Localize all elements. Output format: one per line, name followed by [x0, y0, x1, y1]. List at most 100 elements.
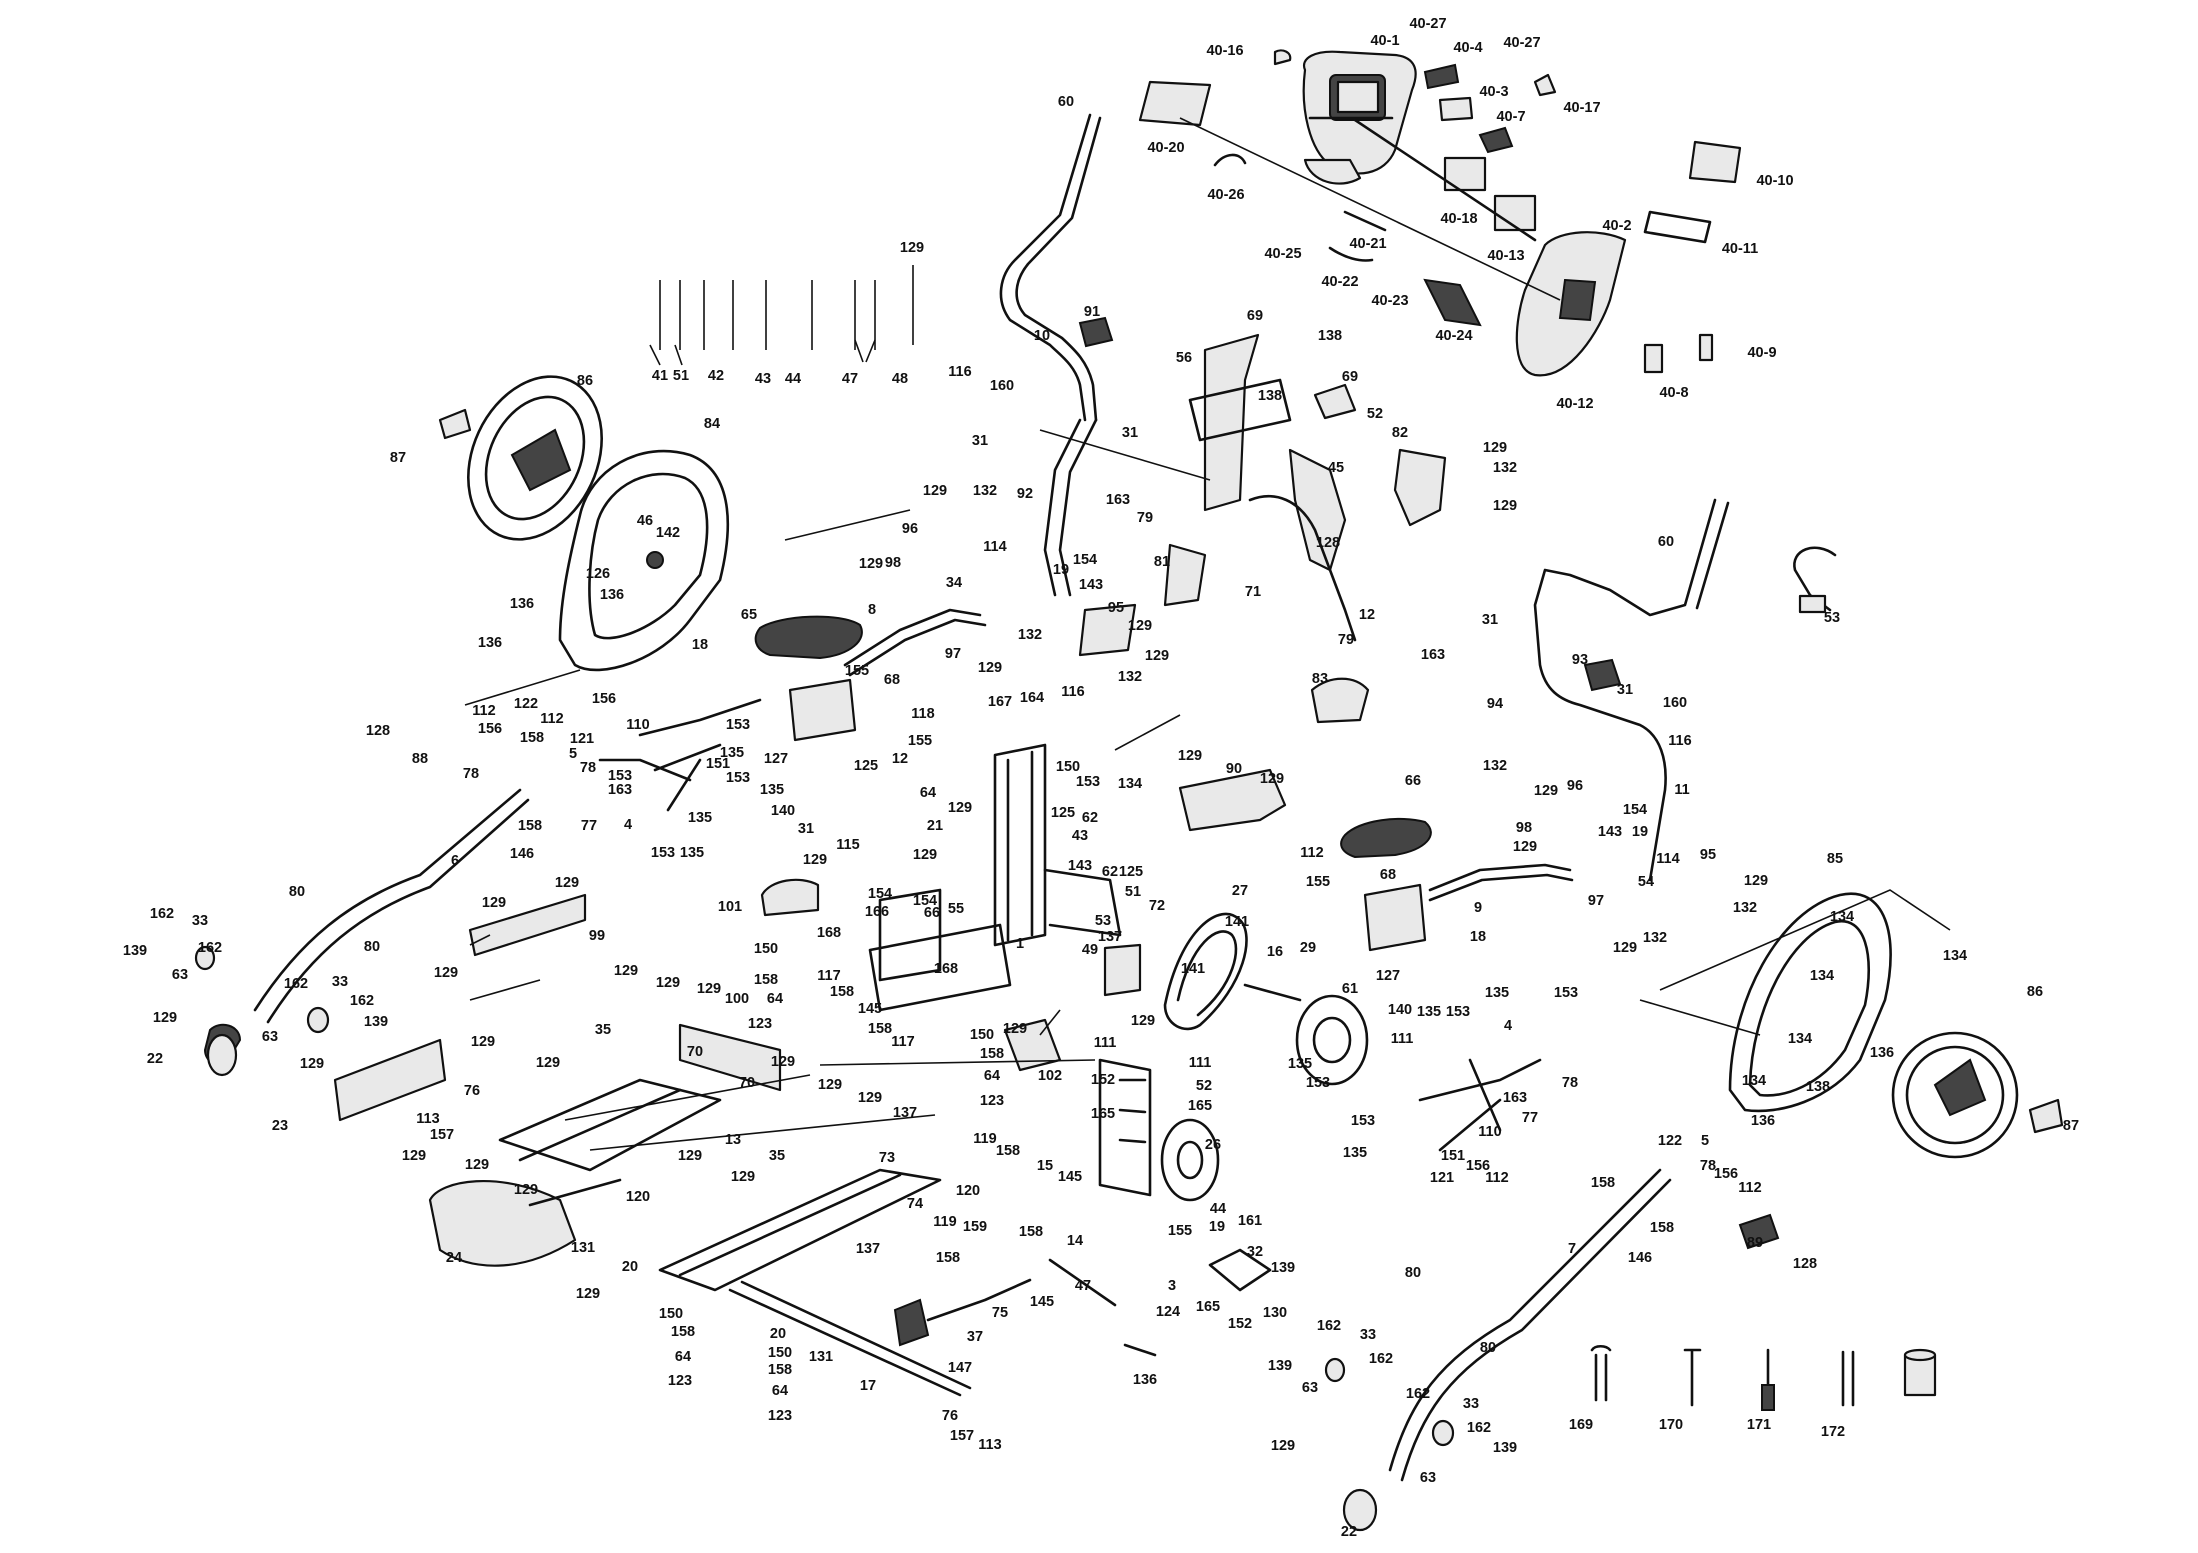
callout-label: 153 — [726, 770, 750, 786]
callout-label: 123 — [980, 1093, 1004, 1109]
fastener-set — [649, 265, 914, 366]
callout-label: 129 — [471, 1034, 495, 1050]
callout-label: 64 — [984, 1068, 1000, 1084]
callout-label: 45 — [1328, 460, 1344, 476]
callout-label: 112 — [472, 703, 495, 719]
callout-label: 40-18 — [1440, 211, 1477, 227]
callout-label: 132 — [1733, 900, 1757, 916]
callout-label: 60 — [1658, 534, 1674, 550]
callout-label: 135 — [1417, 1004, 1441, 1020]
callout-label: 132 — [1643, 930, 1667, 946]
callout-label: 150 — [754, 941, 778, 957]
callout-label: 116 — [1668, 733, 1691, 749]
callout-label: 162 — [1317, 1318, 1341, 1334]
callout-label: 98 — [1516, 820, 1532, 836]
callout-label: 142 — [656, 525, 680, 541]
callout-label: 47 — [842, 371, 858, 387]
callout-label: 40-26 — [1207, 187, 1244, 203]
callout-label: 135 — [1343, 1145, 1367, 1161]
callout-label: 140 — [1388, 1002, 1412, 1018]
callout-label: 8 — [868, 602, 876, 618]
callout-label: 40-22 — [1321, 274, 1358, 290]
callout-label: 121 — [1430, 1170, 1454, 1186]
callout-label: 135 — [720, 745, 744, 761]
callout-label: 153 — [651, 845, 675, 861]
callout-label: 75 — [992, 1305, 1008, 1321]
callout-label: 61 — [1342, 981, 1358, 997]
callout-label: 152 — [1228, 1316, 1252, 1332]
callout-label: 168 — [817, 925, 841, 941]
callout-label: 97 — [1588, 893, 1604, 909]
callout-label: 151 — [1441, 1148, 1465, 1164]
callout-label: 40-10 — [1756, 173, 1793, 189]
callout-label: 95 — [1108, 600, 1124, 616]
callout-label: 84 — [704, 416, 720, 432]
callout-label: 136 — [1870, 1045, 1894, 1061]
callout-label: 63 — [1420, 1470, 1436, 1486]
callout-label: 126 — [586, 566, 610, 582]
callout-label: 152 — [1091, 1072, 1115, 1088]
callout-label: 89 — [1747, 1235, 1763, 1251]
callout-label: 172 — [1821, 1424, 1845, 1440]
callout-label: 91 — [1084, 304, 1100, 320]
callout-label: 162 — [150, 906, 174, 922]
callout-label: 42 — [708, 368, 724, 384]
callout-label: 11 — [1674, 782, 1689, 798]
callout-label: 77 — [581, 818, 597, 834]
callout-label: 113 — [416, 1111, 439, 1127]
callout-label: 40-17 — [1563, 100, 1600, 116]
callout-label: 158 — [830, 984, 854, 1000]
callout-label: 151 — [706, 756, 730, 772]
callout-label: 154 — [1073, 552, 1097, 568]
callout-label: 129 — [465, 1157, 489, 1173]
callout-label: 13 — [725, 1132, 741, 1148]
callout-label: 129 — [1145, 648, 1169, 664]
callout-label: 111 — [1094, 1035, 1117, 1051]
callout-label: 160 — [990, 378, 1014, 394]
callout-label: 44 — [1210, 1201, 1226, 1217]
callout-label: 18 — [1470, 929, 1486, 945]
callout-label: 129 — [771, 1054, 795, 1070]
callout-label: 134 — [1788, 1031, 1812, 1047]
callout-label: 40-21 — [1349, 236, 1386, 252]
callout-label: 62 — [1082, 810, 1098, 826]
callout-label: 18 — [692, 637, 708, 653]
callout-label: 33 — [1463, 1396, 1479, 1412]
callout-label: 114 — [983, 539, 1006, 555]
callout-label: 83 — [1312, 671, 1328, 687]
callout-label: 158 — [671, 1324, 695, 1340]
callout-label: 158 — [1591, 1175, 1615, 1191]
callout-label: 153 — [726, 717, 750, 733]
callout-label: 35 — [595, 1022, 611, 1038]
callout-label: 19 — [1209, 1219, 1225, 1235]
callout-label: 116 — [948, 364, 971, 380]
callout-label: 79 — [1338, 632, 1354, 648]
callout-label: 139 — [364, 1014, 388, 1030]
callout-label: 78 — [580, 760, 596, 776]
callout-label: 134 — [1943, 948, 1967, 964]
callout-label: 46 — [637, 513, 653, 529]
callout-label: 51 — [1125, 884, 1141, 900]
callout-label: 76 — [942, 1408, 958, 1424]
callout-label: 154 — [868, 886, 892, 902]
callout-label: 122 — [1658, 1133, 1682, 1149]
callout-label: 145 — [1058, 1169, 1082, 1185]
callout-label: 129 — [1178, 748, 1202, 764]
callout-label: 96 — [902, 521, 918, 537]
callout-label: 169 — [1569, 1417, 1593, 1433]
callout-label: 20 — [770, 1326, 786, 1342]
callout-label: 132 — [973, 483, 997, 499]
callout-label: 129 — [1493, 498, 1517, 514]
callout-label: 34 — [946, 575, 962, 591]
callout-label: 32 — [1247, 1244, 1263, 1260]
callout-label: 158 — [936, 1250, 960, 1266]
callout-label: 115 — [836, 837, 859, 853]
callout-label: 146 — [510, 846, 534, 862]
callout-label: 40-2 — [1602, 218, 1631, 234]
callout-label: 78 — [1562, 1075, 1578, 1091]
callout-label: 31 — [1482, 612, 1498, 628]
callout-label: 55 — [948, 901, 964, 917]
callout-label: 141 — [1225, 914, 1249, 930]
callout-label: 97 — [945, 646, 961, 662]
